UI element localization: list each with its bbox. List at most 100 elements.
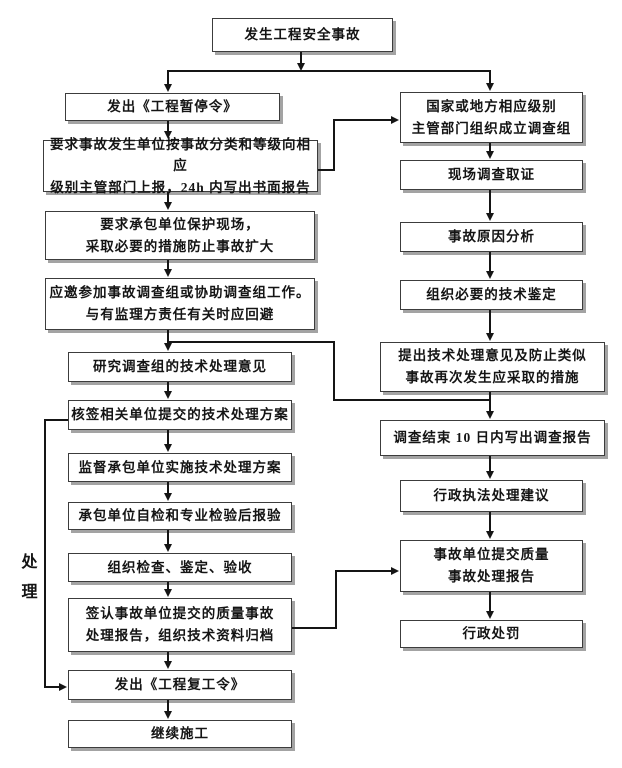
node-label: 现场调查取证 [448,167,535,183]
node-label: 调查结束 10 日内写出调查报告 [393,430,592,446]
edge-l9-r7-v [335,570,337,629]
edge-l9-l10 [167,652,169,662]
node-label: 签认事故单位提交的质量事故 处理报告，组织技术资料归档 [85,606,275,643]
flow-node-study-technical-opinions: 研究调查组的技术处理意见 [68,352,292,382]
arrowhead-down-icon [164,544,172,552]
edge-junction-l4-v [333,341,335,401]
node-label: 承包单位自检和专业检验后报验 [78,508,282,524]
edge-l7-l8 [167,530,169,545]
arrowhead-down-icon [164,131,172,139]
edge-l8-l9 [167,582,169,590]
arrowhead-right-icon [59,683,67,691]
edge-bracket-v [44,419,46,687]
arrowhead-down-icon [486,531,494,539]
edge-r4-r5 [489,392,491,412]
node-label: 提出技术处理意见及防止类似 事故再次发生应采取的措施 [398,348,587,385]
node-label: 研究调查组的技术处理意见 [93,359,267,375]
edge-l9-r7-h2 [335,570,393,572]
arrowhead-down-icon [164,269,172,277]
edge-top-branch [167,70,491,72]
arrowhead-down-icon [297,63,305,71]
edge-junction-l4-h1 [333,399,491,401]
flow-node-report-within-24h: 要求事故发生单位按事故分类和等级向相应 级别主管部门上报，24h 内写出书面报告 [43,137,318,195]
edge-l5-l6 [167,430,169,445]
edge-r7-r8 [489,592,491,612]
edge-r5-r6 [489,456,491,472]
edge-l4-l5 [167,382,169,392]
node-label: 继续施工 [151,726,209,742]
flow-node-propose-measures: 提出技术处理意见及防止类似 事故再次发生应采取的措施 [380,342,605,392]
arrowhead-down-icon [164,661,172,669]
flow-node-issue-suspension-order: 发出《工程暂停令》 [65,93,280,121]
arrowhead-down-icon [486,83,494,91]
flow-node-continue-construction: 继续施工 [68,720,292,748]
node-label: 发出《工程复工令》 [114,677,246,693]
flow-node-site-evidence-collection: 现场调查取证 [400,160,583,190]
edge-l6-l7 [167,482,169,494]
node-label: 监督承包单位实施技术处理方案 [78,459,282,475]
arrowhead-down-icon [164,711,172,719]
arrowhead-down-icon [164,493,172,501]
node-label: 事故原因分析 [448,229,535,245]
edge-start-stem [300,52,302,64]
node-label: 行政处罚 [462,626,521,642]
node-label: 行政执法处理建议 [433,488,550,504]
arrowhead-right-icon [391,567,399,575]
flow-node-accident-occurs: 发生工程安全事故 [212,18,393,52]
edge-r2-r3 [489,252,491,272]
node-label: 要求事故发生单位按事故分类和等级向相应 级别主管部门上报，24h 内写出书面报告 [50,136,311,195]
flow-node-issue-resumption-order: 发出《工程复工令》 [68,670,292,700]
arrowhead-down-icon [486,213,494,221]
node-label: 国家或地方相应级别 主管部门组织成立调查组 [411,98,572,136]
edge-bracket-top [45,419,68,421]
arrowhead-down-icon [164,343,172,351]
edge-l1-r0-v [333,119,335,171]
edge-branch-to-r0 [489,72,491,84]
node-label: 组织检查、鉴定、验收 [107,559,253,575]
edge-l2-l3 [167,260,169,270]
arrowhead-down-icon [486,471,494,479]
edge-l3-l4 [167,330,169,344]
node-label: 组织必要的技术鉴定 [426,287,557,303]
arrowhead-down-icon [164,202,172,210]
edge-l1-r0-h1 [318,169,335,171]
flow-node-form-investigation-team: 国家或地方相应级别 主管部门组织成立调查组 [400,92,583,143]
arrowhead-down-icon [164,391,172,399]
arrowhead-down-icon [486,271,494,279]
node-label: 核签相关单位提交的技术处理方案 [71,407,289,423]
arrowhead-down-icon [486,151,494,159]
arrowhead-down-icon [164,84,172,92]
arrowhead-down-icon [164,444,172,452]
edge-l9-r7-h1 [292,627,337,629]
flow-node-investigation-report-10-days: 调查结束 10 日内写出调查报告 [380,420,605,456]
node-label: 发生工程安全事故 [244,27,361,43]
node-label: 应邀参加事故调查组或协助调查组工作。 与有监理方责任有关时应回避 [49,285,311,322]
flow-node-administrative-penalty: 行政处罚 [400,620,583,648]
flow-node-technical-appraisal: 组织必要的技术鉴定 [400,280,583,310]
edge-junction-l4-h2 [167,341,335,343]
arrowhead-down-icon [486,411,494,419]
flow-node-sign-report-archive: 签认事故单位提交的质量事故 处理报告，组织技术资料归档 [68,598,292,652]
arrowhead-right-icon [391,116,399,124]
node-label: 发出《工程暂停令》 [107,99,238,115]
phase-label-handling: 处 理 [21,554,39,601]
edge-l1-r0-h2 [333,119,392,121]
flow-node-contractor-self-inspection: 承包单位自检和专业检验后报验 [68,502,292,530]
flow-node-submit-accident-report: 事故单位提交质量 事故处理报告 [400,540,583,592]
edge-l0-l1 [167,121,169,132]
edge-bracket-bottom [44,686,60,688]
edge-branch-to-l0 [167,72,169,85]
flow-node-supervise-implementation: 监督承包单位实施技术处理方案 [68,453,292,482]
node-label: 事故单位提交质量 事故处理报告 [433,547,550,584]
arrowhead-down-icon [486,611,494,619]
flow-node-protect-site: 要求承包单位保护现场， 采取必要的措施防止事故扩大 [45,211,315,260]
arrowhead-down-icon [164,589,172,597]
edge-r0-r1 [489,143,491,152]
edge-r1-r2 [489,190,491,214]
flow-node-countersign-technical-plan: 核签相关单位提交的技术处理方案 [68,400,292,430]
flow-node-join-investigation-team: 应邀参加事故调查组或协助调查组工作。 与有监理方责任有关时应回避 [45,278,315,330]
edge-l10-l11 [167,700,169,712]
flow-node-law-enforcement-suggestion: 行政执法处理建议 [400,480,583,512]
edge-r6-r7 [489,512,491,532]
